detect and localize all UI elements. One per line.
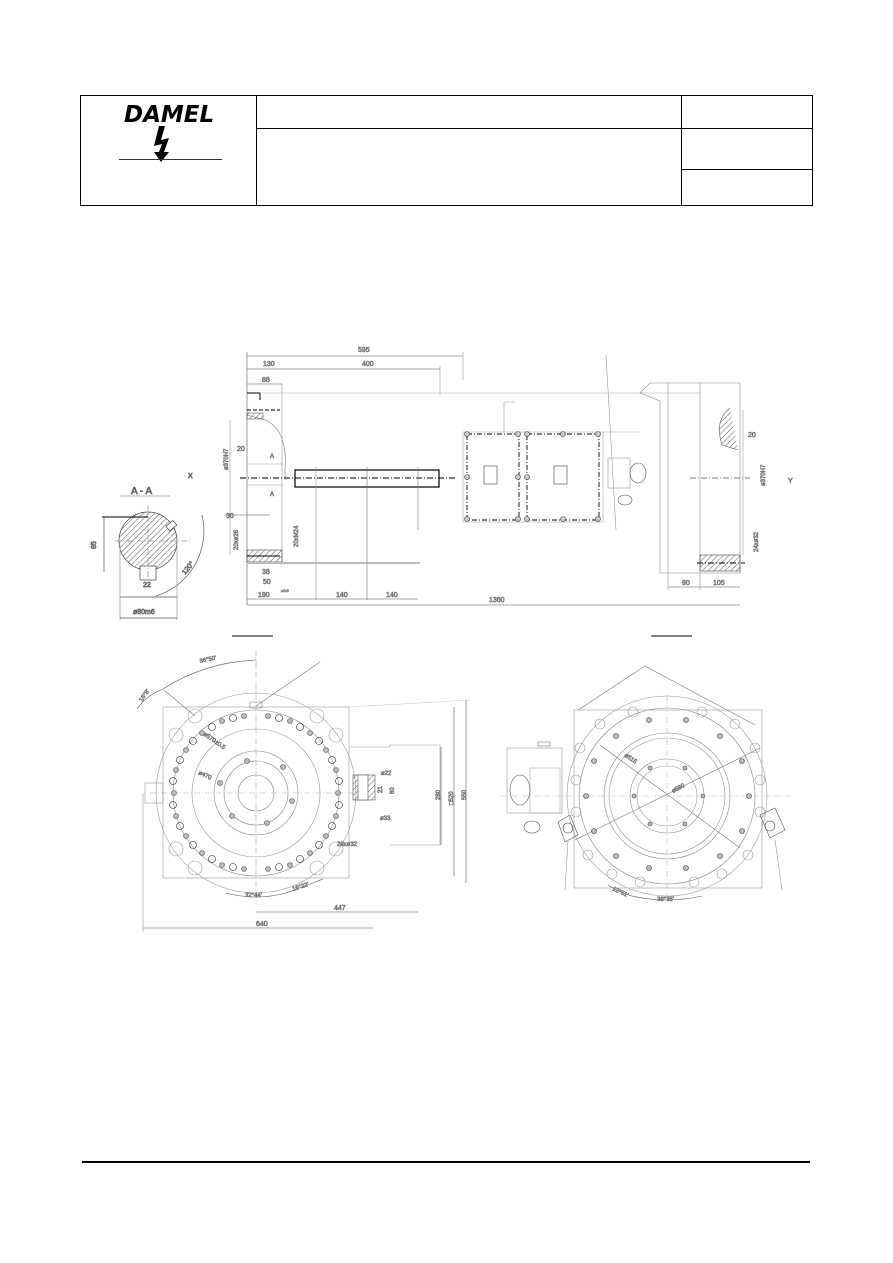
side-view: 595 130 400 88 20 A A ø370H7 30 20xø26 3… (224, 347, 793, 606)
dim-105: 105 (713, 580, 725, 587)
dim-190-tolerance: ±0.5 (281, 588, 290, 593)
right-mid-cell (682, 128, 813, 170)
dim-570: ø570±0.5 (202, 732, 227, 752)
logo-underline (119, 159, 222, 160)
dim-640: 640 (256, 921, 268, 928)
section-marker-a-top: A (270, 454, 274, 460)
dim-280: 280 (436, 789, 442, 800)
dim-140-a: 140 (336, 592, 348, 599)
dim-36-50: 36°50' (199, 656, 217, 665)
dim-515: ø515 (623, 753, 638, 766)
dim-447: 447 (334, 905, 346, 912)
right-top-cell (682, 96, 813, 129)
title-cell (256, 96, 682, 129)
dim-400: 400 (362, 361, 374, 368)
axis-x-label: X (188, 473, 193, 480)
dim-20xm24: 20xM24 (294, 525, 300, 547)
dim-1360: 1360 (489, 597, 505, 604)
logo-cell: DAMEL (81, 96, 257, 205)
dim-33-dia: ø33 (380, 816, 391, 822)
dim-32-44: 32°44' (245, 893, 262, 899)
section-marker-a-bottom: A (270, 492, 274, 498)
front-view-right: ø515 ø580 (500, 635, 790, 903)
dim-90: 90 (682, 580, 690, 587)
dim-190: 190 (258, 592, 270, 599)
dim-580: ø580 (671, 783, 686, 795)
dim-20x26: 20xø26 (234, 529, 240, 550)
dim-470: ø470 (197, 770, 213, 781)
dim-28x32: 28xø32 (337, 842, 358, 848)
dim-80m6: ø80m6 (133, 609, 155, 616)
dim-88: 88 (262, 377, 270, 384)
dim-120deg: 120° (180, 560, 196, 576)
dim-140-b: 140 (386, 592, 398, 599)
lightning-bolt-icon (154, 126, 169, 162)
front-view-left: 36°50' 16°8' ø570±0.5 ø470 ø22 21 60 ø33… (136, 635, 471, 932)
dim-16-22: 16°22' (292, 882, 310, 893)
axis-y-label: Y (788, 478, 793, 485)
description-cell (256, 128, 682, 205)
dim-24x32: 24xø32 (754, 531, 760, 552)
dim-520-square: □520 (449, 791, 455, 805)
dim-370h7-left: ø370H7 (224, 448, 230, 470)
dim-22: 22 (143, 582, 151, 589)
section-a-a: A - A 85 22 120° ø80m6 X (91, 473, 205, 620)
dim-85: 85 (91, 541, 98, 549)
section-label: A - A (131, 486, 152, 497)
dim-60: 60 (390, 787, 396, 794)
dim-50: 50 (263, 579, 271, 586)
dim-38-35: 38°35' (657, 897, 674, 903)
title-block: DAMEL (80, 95, 813, 206)
dim-370h7-right: ø370H7 (761, 464, 767, 486)
footer-rule (82, 1161, 810, 1163)
dim-20-right: 20 (748, 432, 756, 439)
dim-22-dia: ø22 (381, 771, 392, 777)
dim-30: 30 (226, 513, 234, 520)
dim-550: 550 (462, 789, 468, 800)
dim-38: 38 (262, 569, 270, 576)
dim-21: 21 (378, 786, 384, 793)
dim-130: 130 (263, 361, 275, 368)
dim-20-left: 20 (237, 446, 245, 453)
dim-595: 595 (358, 347, 370, 354)
company-logo: DAMEL (124, 102, 215, 128)
